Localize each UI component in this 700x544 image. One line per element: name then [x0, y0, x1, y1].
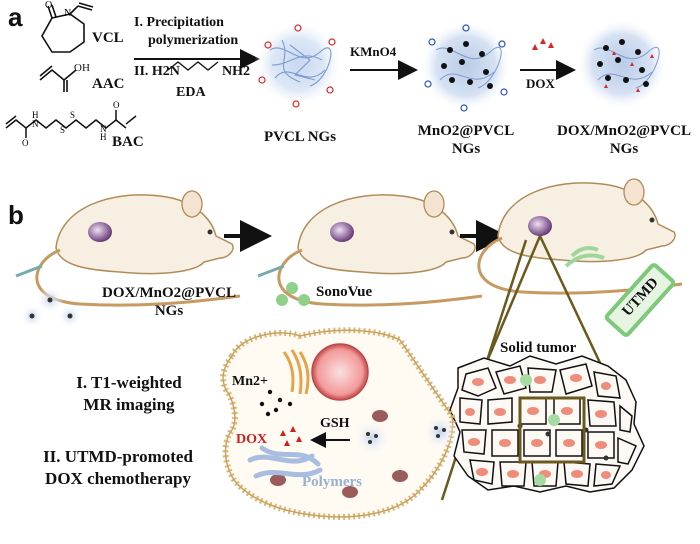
mitochondria	[270, 410, 408, 498]
svg-text:S: S	[70, 110, 75, 120]
svg-text:H: H	[32, 110, 39, 120]
svg-text:O: O	[45, 0, 52, 11]
mno2-label-line1: MnO2@PVCL	[417, 123, 515, 139]
step-precipitation: I. Precipitation	[134, 15, 224, 30]
panel-b-label: b	[8, 200, 24, 230]
svg-text:N: N	[32, 119, 39, 129]
mno2-pvcl-ng	[420, 20, 512, 112]
mno2-label-line2: NGs	[451, 141, 481, 157]
cell-nucleus	[311, 343, 369, 401]
kmno4-label: KMnO4	[350, 44, 397, 59]
dox-label-line1: DOX/MnO2@PVCL	[557, 123, 691, 139]
tumor-zoom-box	[518, 396, 586, 464]
dox-label-line2: NGs	[609, 141, 639, 157]
monomer-vcl: VCL	[92, 30, 124, 46]
imaging-line1: I. T1-weighted	[76, 373, 182, 392]
solid-tumor-label: Solid tumor	[500, 340, 577, 356]
pvcl-ng	[254, 20, 342, 108]
gsh-label: GSH	[320, 416, 350, 431]
tumor-nuclei	[465, 374, 611, 479]
mouse-2	[257, 190, 483, 307]
svg-text:O: O	[113, 100, 120, 110]
step-polymerization: polymerization	[148, 33, 239, 48]
polymer-strands	[247, 445, 323, 479]
step-eda: EDA	[176, 85, 206, 100]
monomer-bac: BAC	[112, 134, 144, 150]
therapy-line1: II. UTMD-promoted	[43, 447, 193, 466]
dox-cell-label: DOX	[236, 432, 268, 447]
polymers-label: Polymers	[302, 474, 362, 490]
svg-text:O: O	[22, 138, 29, 148]
svg-text:N: N	[64, 8, 71, 19]
utmd-probe	[604, 263, 676, 337]
mn-label: Mn2+	[232, 374, 268, 389]
sonovue-label: SonoVue	[316, 284, 373, 300]
pvcl-ngs-label: PVCL NGs	[263, 129, 337, 145]
dox-arrow-label: DOX	[526, 76, 555, 91]
golgi	[282, 349, 310, 395]
svg-text:H: H	[100, 132, 107, 142]
svg-text:N: N	[100, 124, 107, 134]
imaging-line2: MR imaging	[83, 395, 175, 414]
oh-label: OH	[74, 62, 90, 74]
therapy-line2: DOX chemotherapy	[45, 469, 191, 488]
injection-label-line1: DOX/MnO2@PVCL	[102, 285, 236, 301]
injection-label-line2: NGs	[154, 303, 184, 319]
dox-mno2-pvcl-ng	[576, 18, 668, 110]
step-eda-line: II. H2N	[134, 64, 180, 79]
mouse-1	[15, 190, 241, 307]
monomer-aac: AAC	[92, 76, 125, 92]
svg-text:S: S	[60, 125, 65, 135]
ultrasound-waves	[564, 246, 605, 268]
panel-a-label: a	[8, 2, 23, 32]
